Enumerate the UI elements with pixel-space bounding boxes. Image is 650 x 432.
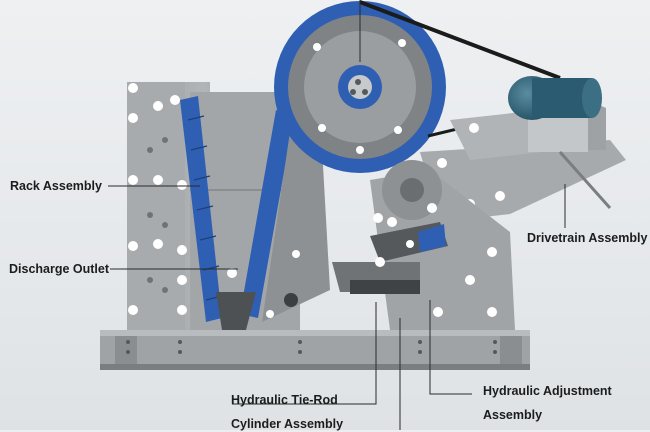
hydraulic-mechanism bbox=[332, 160, 515, 330]
base-frame bbox=[100, 330, 530, 370]
frame-bolts bbox=[177, 250, 300, 318]
leader-lines bbox=[108, 0, 566, 430]
drive-belt bbox=[359, 0, 561, 80]
drivetrain-assembly bbox=[420, 76, 626, 222]
label-hydraulic-adjustment-line1: Hydraulic Adjustment bbox=[483, 384, 612, 398]
label-hydraulic-tie-rod-line2: Cylinder Assembly bbox=[231, 417, 344, 431]
label-discharge-outlet: Discharge Outlet bbox=[9, 262, 110, 276]
label-drivetrain-assembly: Drivetrain Assembly bbox=[527, 231, 648, 245]
label-hydraulic-tie-rod-line1: Hydraulic Tie-Rod bbox=[231, 393, 338, 407]
label-hydraulic-adjustment-line2: Assembly bbox=[483, 408, 543, 422]
crushing-chamber bbox=[180, 92, 330, 330]
label-rack-assembly: Rack Assembly bbox=[10, 179, 102, 193]
flywheel bbox=[274, 1, 446, 173]
